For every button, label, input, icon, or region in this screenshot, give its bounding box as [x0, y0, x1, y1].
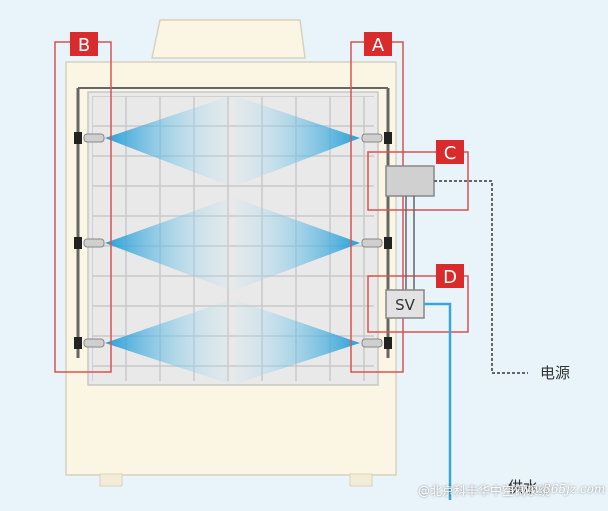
svg-text:B: B [78, 35, 90, 56]
nozzle-left-3 [74, 337, 105, 349]
control-box [385, 165, 435, 197]
power-label: 电源 [540, 364, 570, 382]
spray-cone-right-3 [235, 300, 360, 384]
nozzle-right-2 [361, 237, 392, 249]
label-tag-b: B [70, 32, 98, 56]
water-line [424, 302, 452, 500]
spray-cone-left-1 [105, 96, 230, 186]
label-tag-d: D [436, 264, 464, 288]
power-line [434, 180, 528, 374]
spray-cone-left-3 [105, 300, 230, 384]
spray-cone-right-1 [235, 96, 360, 186]
label-tag-c: C [436, 140, 464, 164]
watermark-source: @北京科丰华中空调系统 [418, 484, 551, 498]
svg-text:D: D [443, 267, 457, 288]
spray-cone-left-2 [105, 198, 230, 290]
watermark-site: www.365jz.com [510, 482, 606, 496]
cabinet-foot-right [349, 473, 373, 487]
svg-text:C: C [444, 143, 457, 164]
sv-label: SV [395, 296, 416, 314]
nozzle-right-1 [361, 132, 392, 144]
top-fan-cover [151, 19, 306, 59]
svg-text:A: A [372, 35, 385, 56]
outline-c [367, 151, 469, 211]
outline-d [367, 275, 469, 333]
spray-cones [105, 96, 360, 384]
right-nozzles [361, 132, 392, 349]
nozzle-left-2 [74, 237, 105, 249]
spray-cone-right-2 [235, 198, 360, 290]
left-nozzles [74, 132, 105, 349]
water-label: 供水 [508, 478, 538, 496]
label-tag-a: A [364, 32, 392, 56]
nozzle-right-3 [361, 337, 392, 349]
solenoid-valve: SV [385, 289, 425, 319]
cabinet-foot-left [99, 473, 123, 487]
nozzle-left-1 [74, 132, 105, 144]
